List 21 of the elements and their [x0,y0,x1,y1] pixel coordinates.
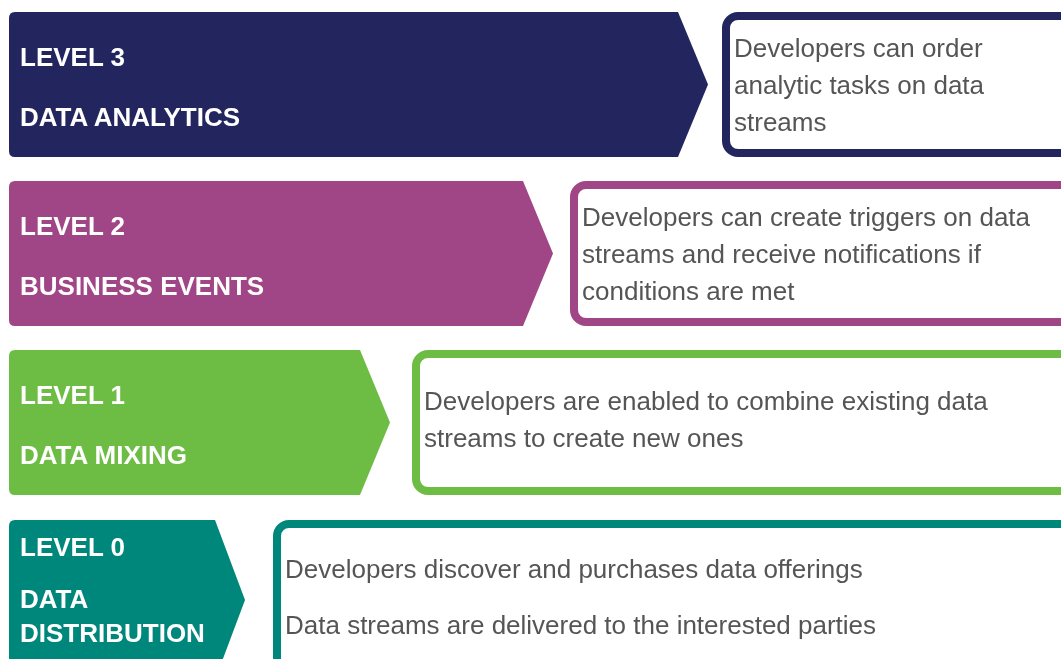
level-label: LEVEL 3 [20,41,125,74]
description-box [273,520,1061,659]
chevron-banner [9,350,390,495]
level-label: LEVEL 2 [20,210,125,243]
level-label: LEVEL 0 [20,531,125,564]
description-box [570,181,1061,326]
description-text: Developers can order analytic tasks on data streams [734,32,986,139]
description-box [722,12,1061,157]
level-title: DATA MIXING [20,439,188,472]
description-text: Developers discover and purchases data offerings [285,553,864,586]
chevron-banner [9,520,245,659]
description-text: Data streams are delivered to the interested parties [285,609,878,642]
level-title: DATA ANALYTICS [20,101,241,134]
level-title: BUSINESS EVENTS [20,270,265,303]
chevron-banner [9,181,553,326]
level-label: LEVEL 1 [20,379,125,412]
chevron-banner [9,12,708,157]
description-text: Developers can create triggers on data streams and receive notifications if conditions are met [582,201,1032,308]
description-text: Developers are enabled to combine existing data streams to create new ones [424,384,989,455]
description-box [412,350,1061,495]
level-title: DATA DISTRIBUTION [20,583,206,650]
